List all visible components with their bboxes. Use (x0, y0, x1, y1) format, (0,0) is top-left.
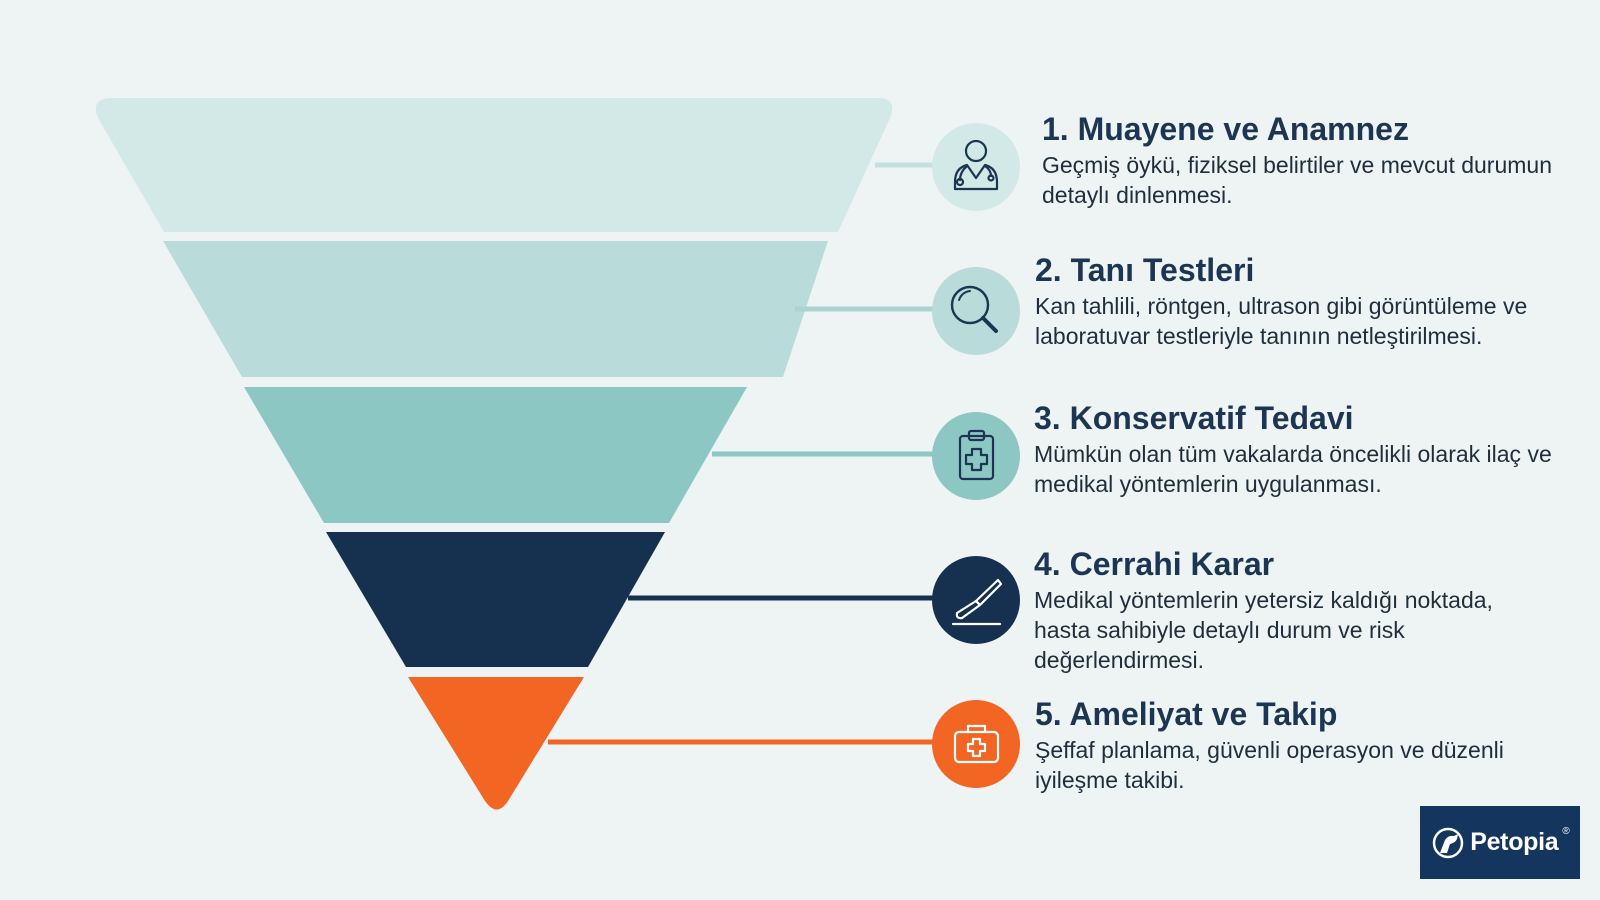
first-aid-kit-icon (953, 724, 1000, 764)
funnel-band-5 (408, 677, 584, 810)
step-1-description: Geçmiş öykü, fiziksel belirtiler ve mevc… (1042, 152, 1552, 208)
step-2-title: 2. Tanı Testleri (1035, 252, 1255, 288)
funnel-band-1 (95, 98, 893, 232)
step-5-title: 5. Ameliyat ve Takip (1035, 696, 1338, 732)
step-2-description: Kan tahlili, röntgen, ultrason gibi görü… (1035, 293, 1528, 349)
icon-circle-1 (932, 123, 1020, 211)
step-1-title: 1. Muayene ve Anamnez (1042, 111, 1409, 147)
step-4-title: 4. Cerrahi Karar (1034, 546, 1275, 582)
step-5: 5. Ameliyat ve Takip Şeffaf planlama, gü… (1035, 695, 1555, 795)
magnifier-icon (950, 285, 998, 333)
funnel-band-4 (326, 532, 665, 667)
icon-circle-3 (932, 412, 1020, 500)
funnel-band-3 (244, 387, 747, 523)
step-4: 4. Cerrahi Karar Medikal yöntemlerin yet… (1034, 545, 1554, 675)
petopia-logo: Petopia ® (1420, 806, 1580, 879)
step-4-description: Medikal yöntemlerin yetersiz kaldığı nok… (1034, 587, 1493, 673)
petopia-logo-mark-icon (1432, 827, 1464, 858)
step-3-title: 3. Konservatif Tedavi (1034, 400, 1354, 436)
logo-registered-mark: ® (1562, 826, 1570, 837)
icon-circle-5 (932, 700, 1020, 788)
doctor-stethoscope-icon (953, 139, 999, 191)
step-2: 2. Tanı Testleri Kan tahlili, röntgen, u… (1035, 251, 1555, 351)
icon-circle-2 (932, 267, 1020, 355)
logo-text: Petopia (1470, 828, 1559, 856)
step-1: 1. Muayene ve Anamnez Geçmiş öykü, fizik… (1042, 110, 1562, 210)
step-5-description: Şeffaf planlama, güvenli operasyon ve dü… (1035, 737, 1504, 793)
funnel-band-2 (163, 241, 828, 377)
clipboard-medical-icon (958, 429, 995, 481)
icon-circle-4 (932, 556, 1020, 644)
scalpel-icon (951, 578, 1003, 626)
step-3: 3. Konservatif Tedavi Mümkün olan tüm va… (1034, 399, 1554, 499)
step-3-description: Mümkün olan tüm vakalarda öncelikli olar… (1034, 441, 1552, 497)
